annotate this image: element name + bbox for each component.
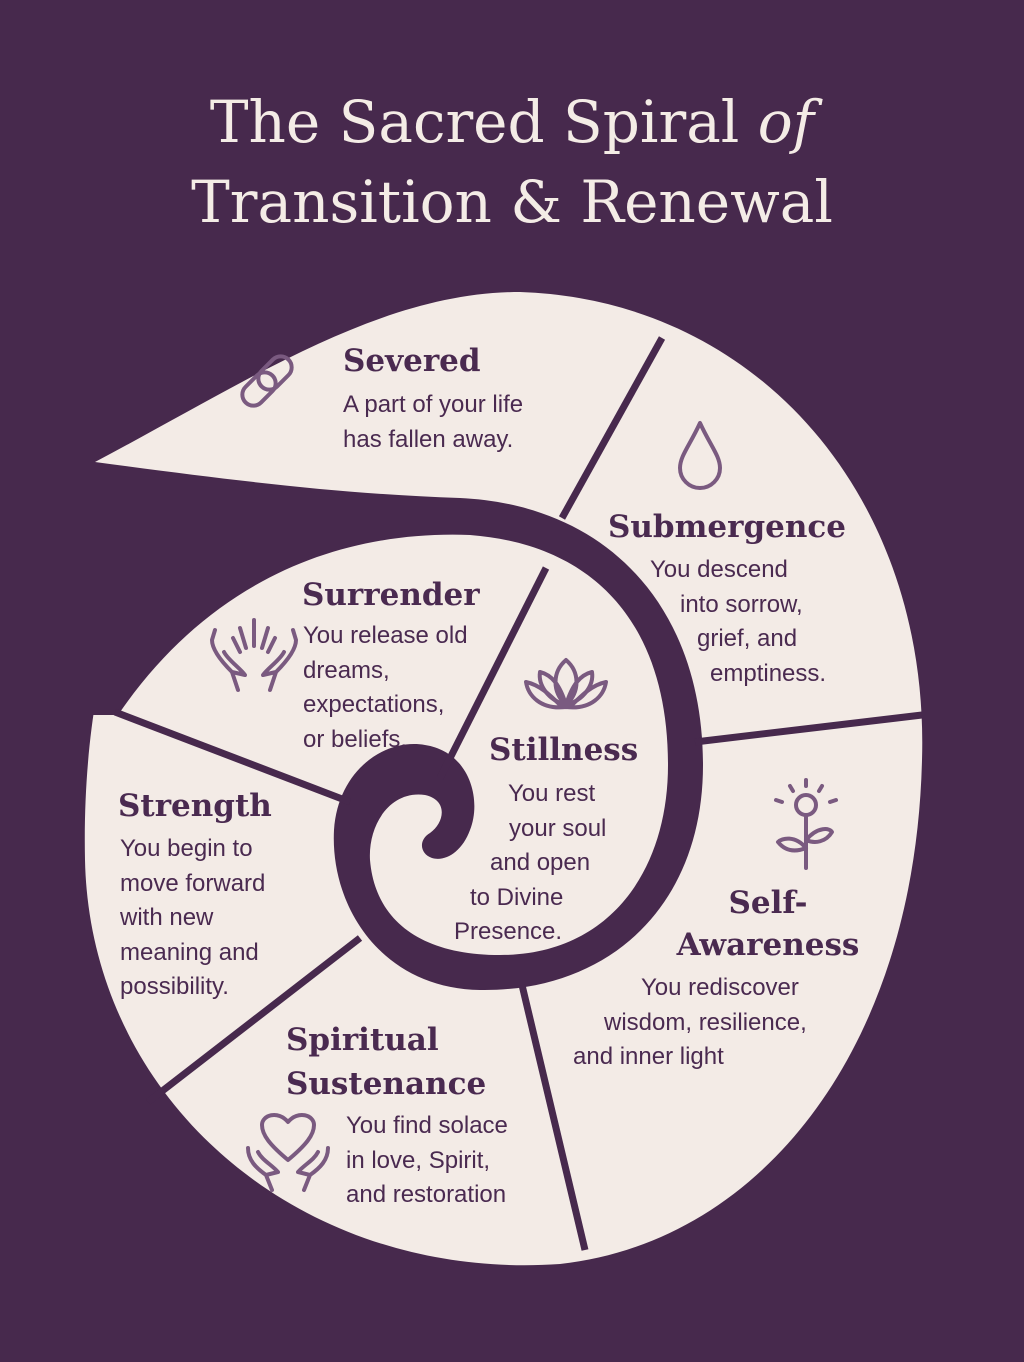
stage-title-spiritual-sustenance: Spiritual Sustenance <box>286 1018 486 1106</box>
desc-line: to Divine <box>470 883 564 911</box>
divider-strength-surrender <box>113 708 352 806</box>
stage-desc-spiritual-sustenance: You find solace in love, Spirit, and res… <box>346 1109 508 1213</box>
stage-title-stillness: Stillness <box>489 732 639 768</box>
sprouting-flower-icon <box>774 778 838 870</box>
desc-line: emptiness. <box>710 659 827 687</box>
title-italic-of: of <box>757 88 815 156</box>
stage-desc-stillness: You rest your soul and open to Divine Pr… <box>454 777 606 950</box>
desc-line: wisdom, resilience, <box>604 1008 807 1036</box>
divider-sustenance-strength <box>145 935 363 1105</box>
desc-line: You find solace <box>346 1112 508 1139</box>
heart-in-hands-icon <box>246 1113 330 1192</box>
stage-desc-submergence: You descend into sorrow, grief, and empt… <box>650 553 826 691</box>
desc-line: meaning and <box>120 938 259 966</box>
title-line: Sustenance <box>286 1066 487 1102</box>
desc-line: your soul <box>509 814 607 842</box>
desc-line: You rest <box>508 780 596 807</box>
divider-severed-submergence <box>558 336 666 520</box>
divider-surrender-stillness <box>436 566 550 780</box>
page-title-line-1: The Sacred Spiral of <box>0 82 1024 162</box>
desc-line: in love, Spirit, <box>346 1146 491 1174</box>
desc-line: You release old <box>303 622 468 649</box>
desc-line: and open <box>490 849 591 876</box>
stage-title-strength: Strength <box>118 788 272 824</box>
title-line: Spiritual <box>286 1022 439 1058</box>
desc-line: possibility. <box>120 973 229 1000</box>
desc-line: into sorrow, <box>680 590 803 618</box>
desc-line: dreams, <box>303 656 390 684</box>
stage-title-submergence: Submergence <box>608 509 846 545</box>
divider-selfawareness-sustenance <box>518 984 589 1251</box>
desc-line: You descend <box>650 556 788 583</box>
title-text: The Sacred Spiral <box>209 88 740 156</box>
desc-line: has fallen away. <box>343 425 514 453</box>
water-drop-icon <box>678 421 722 490</box>
desc-line: A part of your life <box>343 391 524 418</box>
page-title-line-2: Transition & Renewal <box>191 168 833 236</box>
stage-desc-surrender: You release old dreams, expectations, or… <box>303 619 468 757</box>
stage-desc-self-awareness: You rediscover wisdom, resilience, and i… <box>573 971 807 1075</box>
desc-line: Presence. <box>454 918 563 945</box>
desc-line: move forward <box>120 869 266 897</box>
desc-line: You begin to <box>120 835 253 862</box>
stage-desc-strength: You begin to move forward with new meani… <box>120 832 265 1005</box>
chain-link-icon <box>240 354 294 408</box>
desc-line: and inner light <box>573 1043 724 1070</box>
stage-title-severed: Severed <box>343 343 481 379</box>
stage-title-surrender: Surrender <box>302 577 480 613</box>
desc-line: expectations, <box>303 691 445 718</box>
desc-line: You rediscover <box>641 974 799 1001</box>
spiral-band <box>50 462 703 991</box>
title-line: Self- <box>728 885 808 921</box>
desc-line: grief, and <box>697 625 798 652</box>
lotus-icon <box>524 658 608 710</box>
desc-line: with new <box>120 904 214 931</box>
desc-line: or beliefs. <box>303 725 408 753</box>
divider-submergence-selfawareness <box>694 711 923 746</box>
section-dividers <box>113 336 923 1251</box>
open-hands-icon <box>210 618 298 692</box>
stage-desc-severed: A part of your life has fallen away. <box>343 388 523 457</box>
stage-title-self-awareness: Self- Awareness <box>670 883 866 965</box>
title-line: Awareness <box>676 927 860 963</box>
desc-line: and restoration <box>346 1181 507 1208</box>
